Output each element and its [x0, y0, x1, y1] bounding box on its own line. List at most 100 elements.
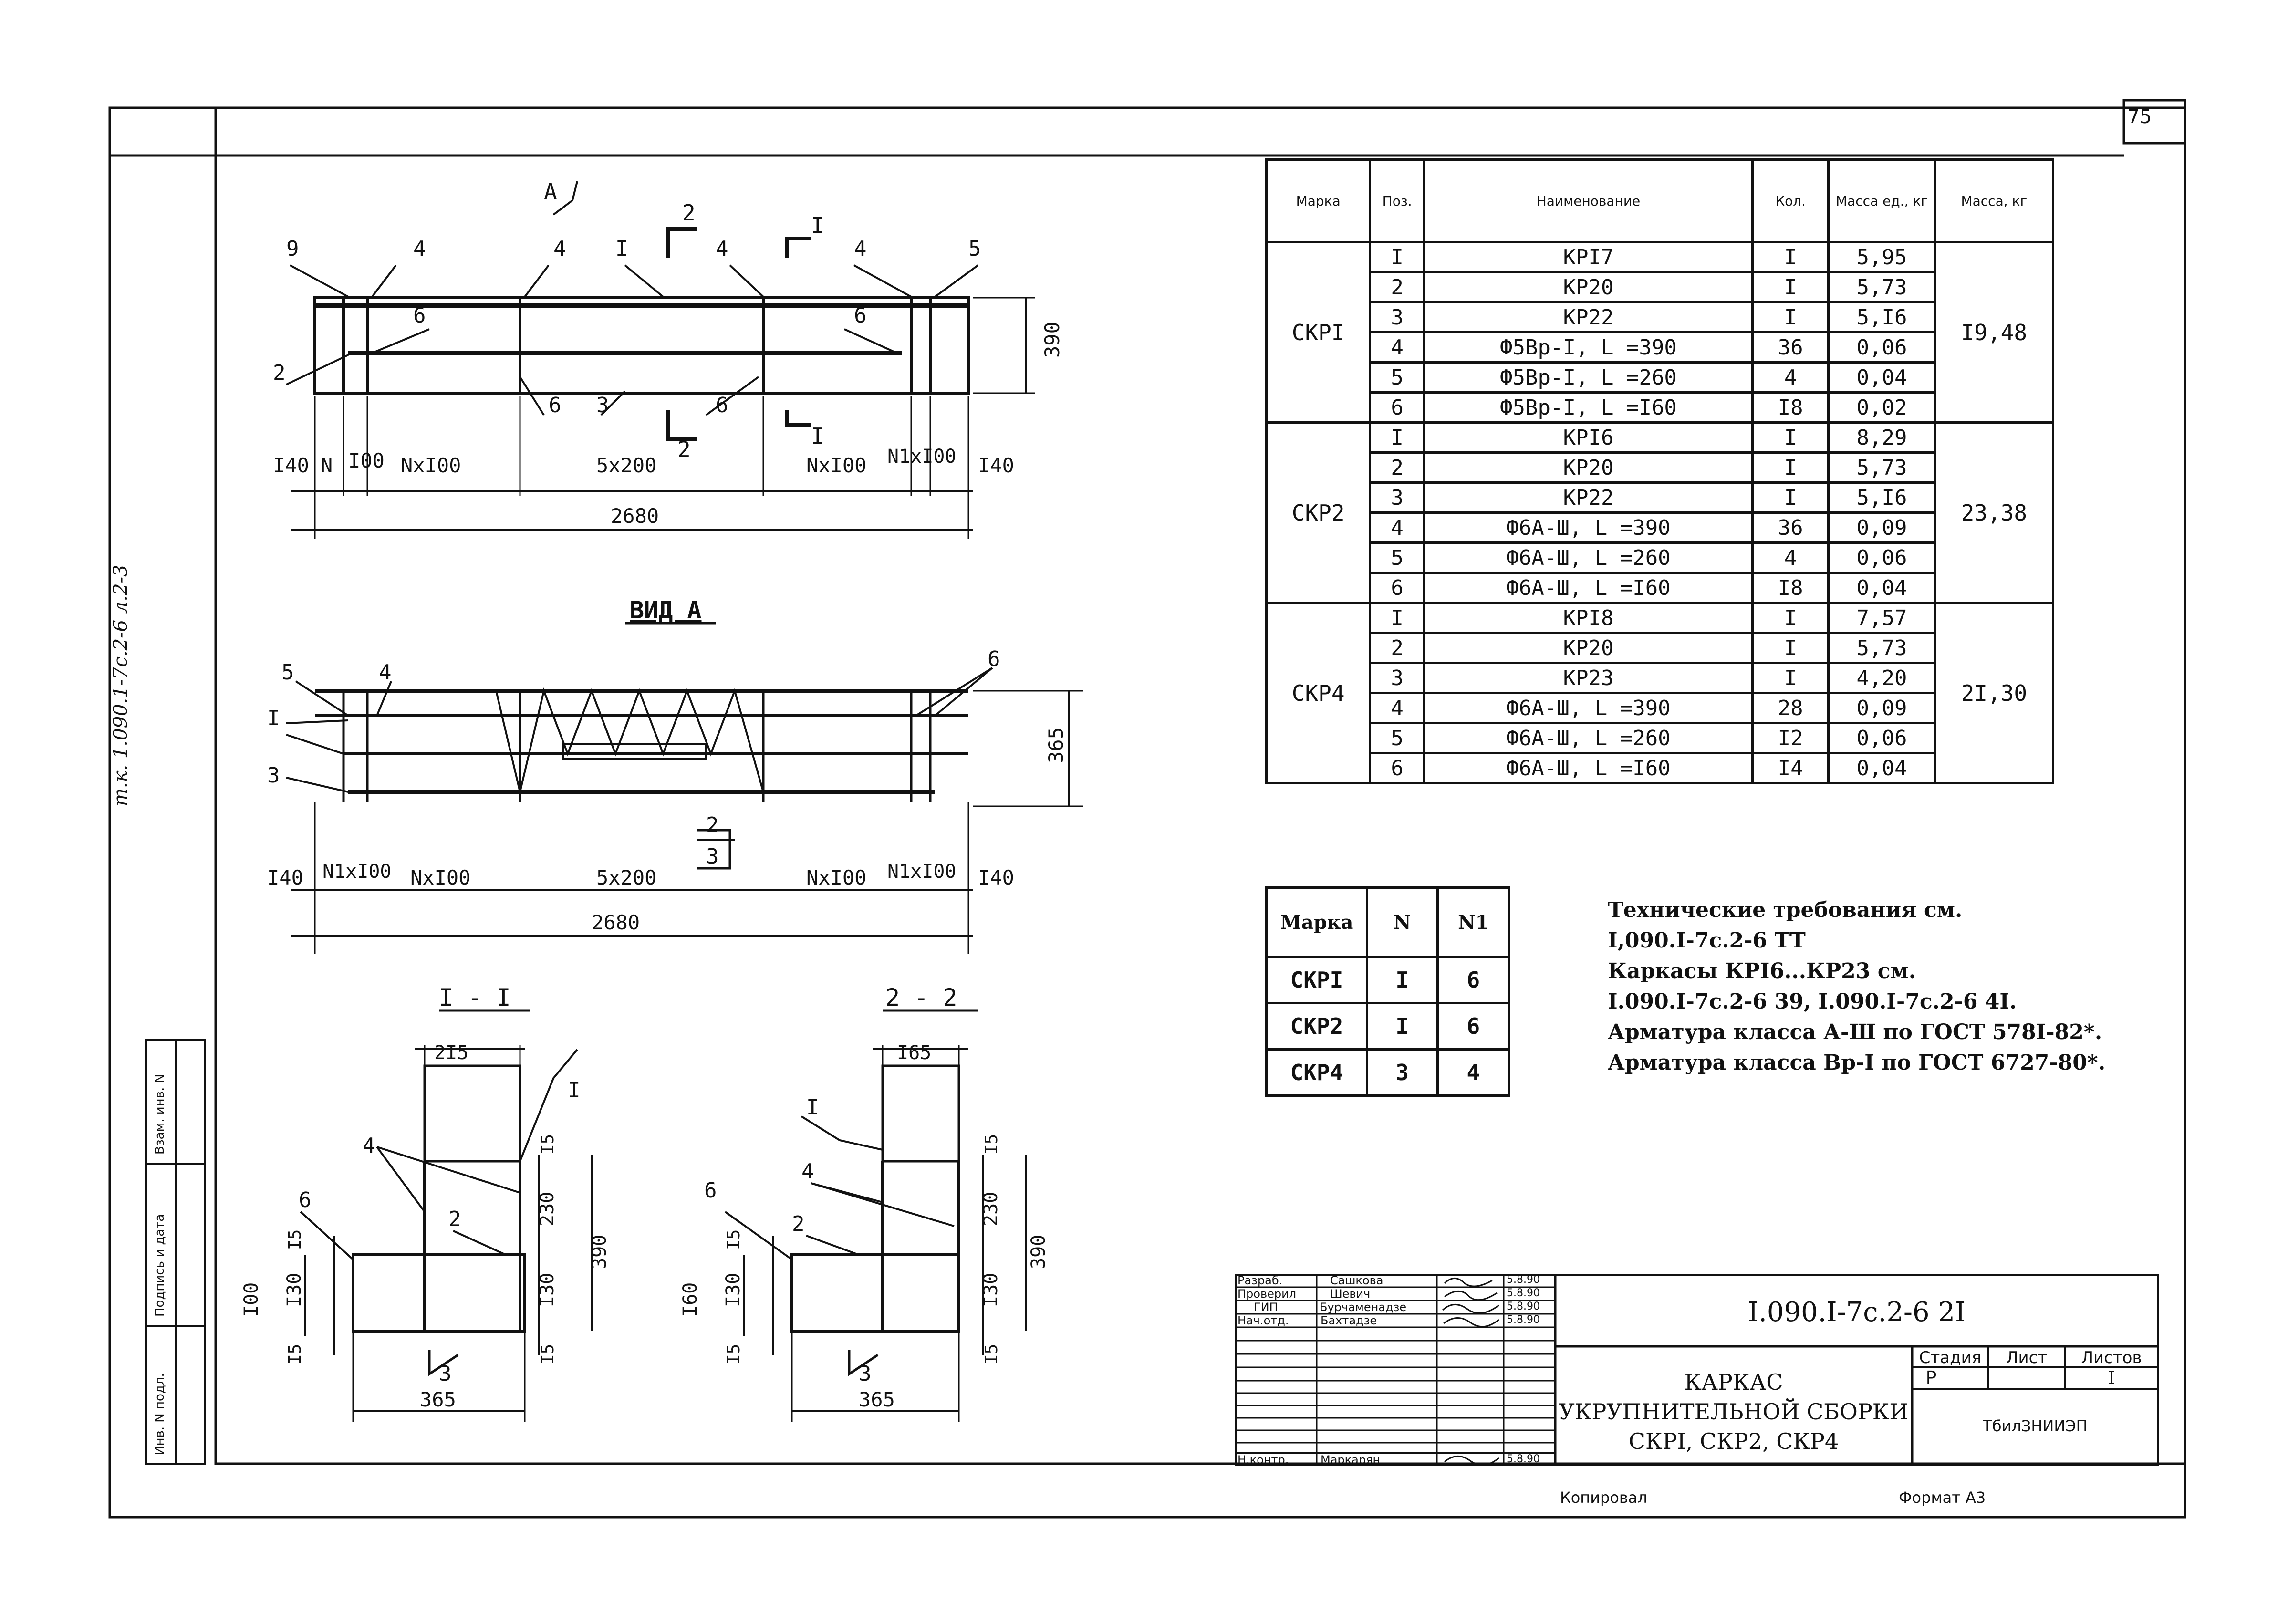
stamp-name-3: Бурчаменадзе — [1320, 1301, 1407, 1314]
callout-pos-1: I — [615, 237, 628, 261]
front-view: A 2 I 9 4 4 I 4 4 5 6 6 2 6 3 6 2 I I40 … — [273, 179, 1064, 539]
spec-unit-mass: 5,95 — [1827, 241, 1936, 273]
spec-header-mark: Марка — [1265, 158, 1372, 243]
section-2: 2 - 2 I 4 6 2 3 I65 I5 230 390 I5 I30 I3… — [679, 984, 1050, 1422]
spec-header-qty: Кол. — [1751, 158, 1830, 243]
callout-pos-6d: 6 — [716, 393, 728, 417]
spec-name: КРI7 — [1423, 241, 1754, 273]
document-code: I.090.I-7с.2-6 2I — [1747, 1297, 1966, 1328]
nn-n: 3 — [1365, 1048, 1439, 1097]
spec-name: КР20 — [1423, 632, 1754, 664]
spec-name: КРI6 — [1423, 421, 1754, 454]
callout-pos-6b: 6 — [854, 303, 867, 328]
note-line: Арматура класса Вр-I по ГОСТ 6727-80*. — [1608, 1051, 2106, 1075]
dim-2680: 2680 — [611, 504, 659, 528]
callout-pos-9: 9 — [286, 237, 299, 261]
sheets-value: I — [2108, 1367, 2115, 1388]
sheet-number: 75 — [2127, 106, 2152, 128]
section-2-callout-4: 4 — [801, 1159, 814, 1184]
footer-format: Формат А3 — [1899, 1489, 1986, 1507]
section-2-dim-390: 390 — [1028, 1235, 1050, 1269]
nn-n1: 4 — [1436, 1048, 1511, 1097]
side-label-inv-podl: Инв. N подл. — [153, 1373, 167, 1455]
spec-header-unit-mass: Масса ед., кг — [1827, 158, 1936, 243]
dim-Nx100-right: NxI00 — [806, 454, 866, 477]
view-a-dim-2680: 2680 — [592, 911, 640, 934]
view-a-dim-140-left: I40 — [267, 866, 303, 889]
section-1-title: I - I — [439, 984, 511, 1011]
view-a-dim-365: 365 — [1044, 727, 1068, 763]
spec-name: Ф5Вр-I, L =390 — [1423, 331, 1754, 364]
section-1-callout-3: 3 — [439, 1362, 452, 1386]
dim-Nx100-left: NxI00 — [401, 454, 461, 477]
spec-total-mass: 23,38 — [1934, 421, 2055, 604]
spec-qty: 4 — [1751, 541, 1830, 574]
view-a-callout-4: 4 — [379, 660, 392, 685]
stamp-date-1: 5.8.90 — [1507, 1274, 1540, 1286]
section-1-dim-230: 230 — [536, 1192, 558, 1226]
side-label-podpis: Подпись и дата — [153, 1214, 167, 1317]
section-2-title: 2 - 2 — [885, 984, 957, 1011]
nn-header-row: Марка N N1 — [1265, 886, 1511, 958]
callout-pos-5: 5 — [968, 237, 981, 261]
spec-pos: 6 — [1369, 572, 1426, 604]
spec-qty: I4 — [1751, 752, 1830, 784]
section-2-dim-130-right: I30 — [980, 1273, 1002, 1307]
view-a-dim-N1x100-left: N1xI00 — [322, 861, 392, 883]
spec-unit-mass: 4,20 — [1827, 662, 1936, 694]
stamp-role-4: Нач.отд. — [1238, 1314, 1289, 1327]
spec-qty: 36 — [1751, 331, 1830, 364]
stamp-name-4: Бахтадзе — [1321, 1314, 1377, 1327]
nn-mark: СКР4 — [1265, 1048, 1368, 1097]
stamp-date-4: 5.8.90 — [1507, 1314, 1540, 1326]
spec-total-mass: I9,48 — [1934, 241, 2055, 424]
section-1-dim-130-left: I30 — [283, 1273, 305, 1307]
section-1-dim-15-bl: I5 — [285, 1344, 305, 1364]
view-a-callout-1: I — [267, 706, 280, 730]
spec-name: КР20 — [1423, 451, 1754, 484]
spec-name: Ф6А-Ш, L =I60 — [1423, 572, 1754, 604]
section-1-callout-4: 4 — [363, 1134, 375, 1158]
nn-n1: 6 — [1436, 1002, 1511, 1051]
spec-pos: 4 — [1369, 331, 1426, 364]
view-a-title: ВИД А — [630, 596, 702, 624]
dim-N: N — [321, 454, 333, 477]
note-line: I.090.I-7с.2-6 39, I.090.I-7с.2-6 4I. — [1608, 989, 2017, 1014]
view-a-callout-3: 3 — [267, 763, 280, 788]
spec-name: Ф6А-Ш, L =390 — [1423, 511, 1754, 544]
spec-qty: I — [1751, 602, 1830, 634]
note-line: Каркасы КРI6...КР23 см. — [1608, 959, 1916, 983]
note-line: Арматура класса А-Ш по ГОСТ 578I-82*. — [1608, 1020, 2102, 1044]
section-2-callout-1: I — [806, 1095, 819, 1120]
spec-name: Ф6А-Ш, L =I60 — [1423, 752, 1754, 784]
view-a-callout-2: 2 — [706, 813, 719, 837]
section-1-callout-1: I — [568, 1078, 581, 1103]
spec-mark: СКР4 — [1265, 602, 1372, 784]
spec-pos: I — [1369, 241, 1426, 273]
spec-unit-mass: 0,06 — [1827, 541, 1936, 574]
title-block: Разраб. Проверил ГИП Нач.отд. Н.контр. С… — [1235, 1274, 2159, 1467]
spec-pos: 3 — [1369, 662, 1426, 694]
section-2-dim-130-left: I30 — [722, 1273, 744, 1307]
section-1-dim-15-top: I5 — [538, 1134, 558, 1155]
spec-pos: 6 — [1369, 752, 1426, 784]
callout-section-2: 2 — [682, 200, 696, 226]
drawing-title-line-2: УКРУПНИТЕЛЬНОЙ СБОРКИ — [1559, 1399, 1909, 1425]
stamp-name-1: Сашкова — [1330, 1274, 1383, 1287]
spec-name: КР23 — [1423, 662, 1754, 694]
callout-pos-4a: 4 — [413, 237, 426, 261]
spec-unit-mass: 5,I6 — [1827, 301, 1936, 333]
section-2-dim-165: I65 — [897, 1042, 931, 1064]
stamp-name-2: Шевич — [1330, 1287, 1371, 1301]
